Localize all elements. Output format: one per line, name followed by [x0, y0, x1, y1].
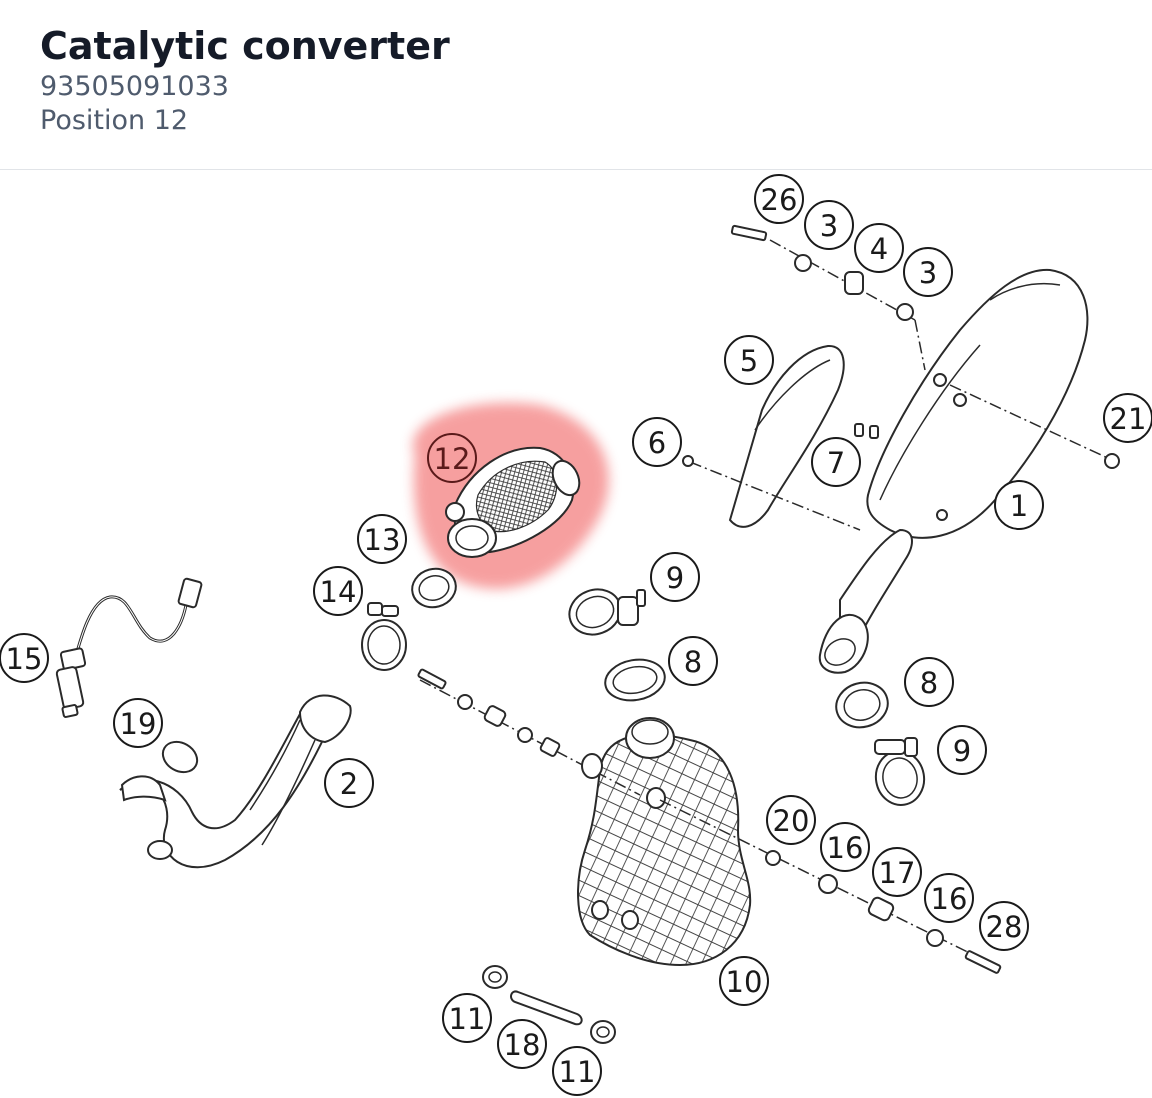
position-callout-13[interactable]: 13: [357, 514, 407, 564]
exploded-view-diagram: 26 343 5 21 12 6 7 1 13 9 14 15 8 8 19 2 9 20 16 17 16 28 10 11…: [0, 174, 1152, 1096]
position-callout-label: 3: [820, 209, 838, 243]
position-callout-16[interactable]: 16: [924, 873, 974, 923]
part-position: Position 12: [40, 105, 189, 136]
position-callout-2[interactable]: 2: [324, 758, 374, 808]
position-callout-label: 14: [320, 575, 357, 609]
gasket-part-right[interactable]: [831, 677, 893, 733]
position-callout-label: 16: [931, 882, 968, 916]
position-callout-label: 8: [920, 666, 938, 700]
position-callout-9[interactable]: 9: [650, 552, 700, 602]
bolt-stack-top: [730, 224, 926, 371]
position-callout-label: 2: [340, 767, 358, 801]
position-callout-4[interactable]: 4: [854, 223, 904, 273]
heat-shield-part[interactable]: [577, 717, 752, 967]
position-callout-28[interactable]: 28: [979, 901, 1029, 951]
position-callout-19[interactable]: 19: [113, 698, 163, 748]
gasket-part[interactable]: [408, 564, 460, 612]
header-pipe-part[interactable]: [119, 694, 352, 869]
position-callout-20[interactable]: 20: [766, 795, 816, 845]
position-callout-15[interactable]: 15: [0, 633, 49, 683]
clamp-part-right[interactable]: [872, 737, 929, 809]
position-callout-label: 15: [6, 642, 43, 676]
position-callout-10[interactable]: 10: [719, 956, 769, 1006]
position-callout-label: 12: [434, 442, 471, 476]
position-callout-label: 20: [773, 804, 810, 838]
position-callout-label: 9: [953, 734, 971, 768]
position-callout-26[interactable]: 26: [754, 174, 804, 224]
position-callout-label: 26: [761, 183, 798, 217]
pin-part[interactable]: [510, 990, 583, 1026]
position-callout-17[interactable]: 17: [872, 847, 922, 897]
position-callout-label: 3: [919, 256, 937, 290]
position-callout-label: 18: [504, 1028, 541, 1062]
position-callout-label: 21: [1110, 402, 1147, 436]
bolt-row-right: [659, 799, 1002, 974]
position-callout-18[interactable]: 18: [497, 1019, 547, 1069]
position-callout-label: 11: [449, 1002, 486, 1036]
position-callout-label: 5: [740, 344, 758, 378]
position-callout-label: 13: [364, 523, 401, 557]
nut-part[interactable]: [854, 423, 879, 439]
position-callout-1[interactable]: 1: [994, 480, 1044, 530]
position-callout-11[interactable]: 11: [552, 1046, 602, 1096]
position-callout-3[interactable]: 3: [903, 247, 953, 297]
position-callout-8[interactable]: 8: [668, 636, 718, 686]
position-callout-7[interactable]: 7: [811, 437, 861, 487]
position-callout-label: 17: [879, 856, 916, 890]
position-callout-label: 4: [870, 232, 888, 266]
position-callout-label: 1: [1010, 489, 1028, 523]
position-callout-label: 6: [648, 426, 666, 460]
position-callout-9[interactable]: 9: [937, 725, 987, 775]
catalytic-converter-part[interactable]: [445, 446, 584, 558]
position-callout-label: 10: [726, 965, 763, 999]
part-title: Catalytic converter: [40, 24, 450, 68]
position-callout-label: 28: [986, 910, 1023, 944]
position-callout-12[interactable]: 12: [427, 433, 477, 483]
oxygen-sensor-part[interactable]: [55, 577, 203, 718]
gasket-part-center[interactable]: [602, 655, 668, 705]
position-callout-21[interactable]: 21: [1103, 393, 1152, 443]
position-callout-11[interactable]: 11: [442, 993, 492, 1043]
position-callout-label: 7: [827, 446, 845, 480]
part-number: 93505091033: [40, 71, 229, 102]
position-callout-14[interactable]: 14: [313, 566, 363, 616]
rubber-mount-part[interactable]: [482, 965, 616, 1044]
position-callout-16[interactable]: 16: [820, 822, 870, 872]
position-callout-5[interactable]: 5: [724, 335, 774, 385]
position-callout-label: 16: [827, 831, 864, 865]
position-callout-label: 9: [666, 561, 684, 595]
position-callout-label: 11: [559, 1055, 596, 1089]
clamp-part-left[interactable]: [361, 602, 407, 671]
position-callout-label: 8: [684, 645, 702, 679]
heat-guard-part[interactable]: [682, 344, 861, 531]
position-callout-label: 19: [120, 707, 157, 741]
part-header: Catalytic converter 93505091033 Position…: [0, 0, 1152, 170]
position-callout-6[interactable]: 6: [632, 417, 682, 467]
position-callout-3[interactable]: 3: [804, 200, 854, 250]
gasket-small-part[interactable]: [157, 736, 202, 778]
muffler-part[interactable]: [818, 268, 1120, 674]
position-callout-8[interactable]: 8: [904, 657, 954, 707]
clamp-part-center[interactable]: [563, 582, 646, 641]
